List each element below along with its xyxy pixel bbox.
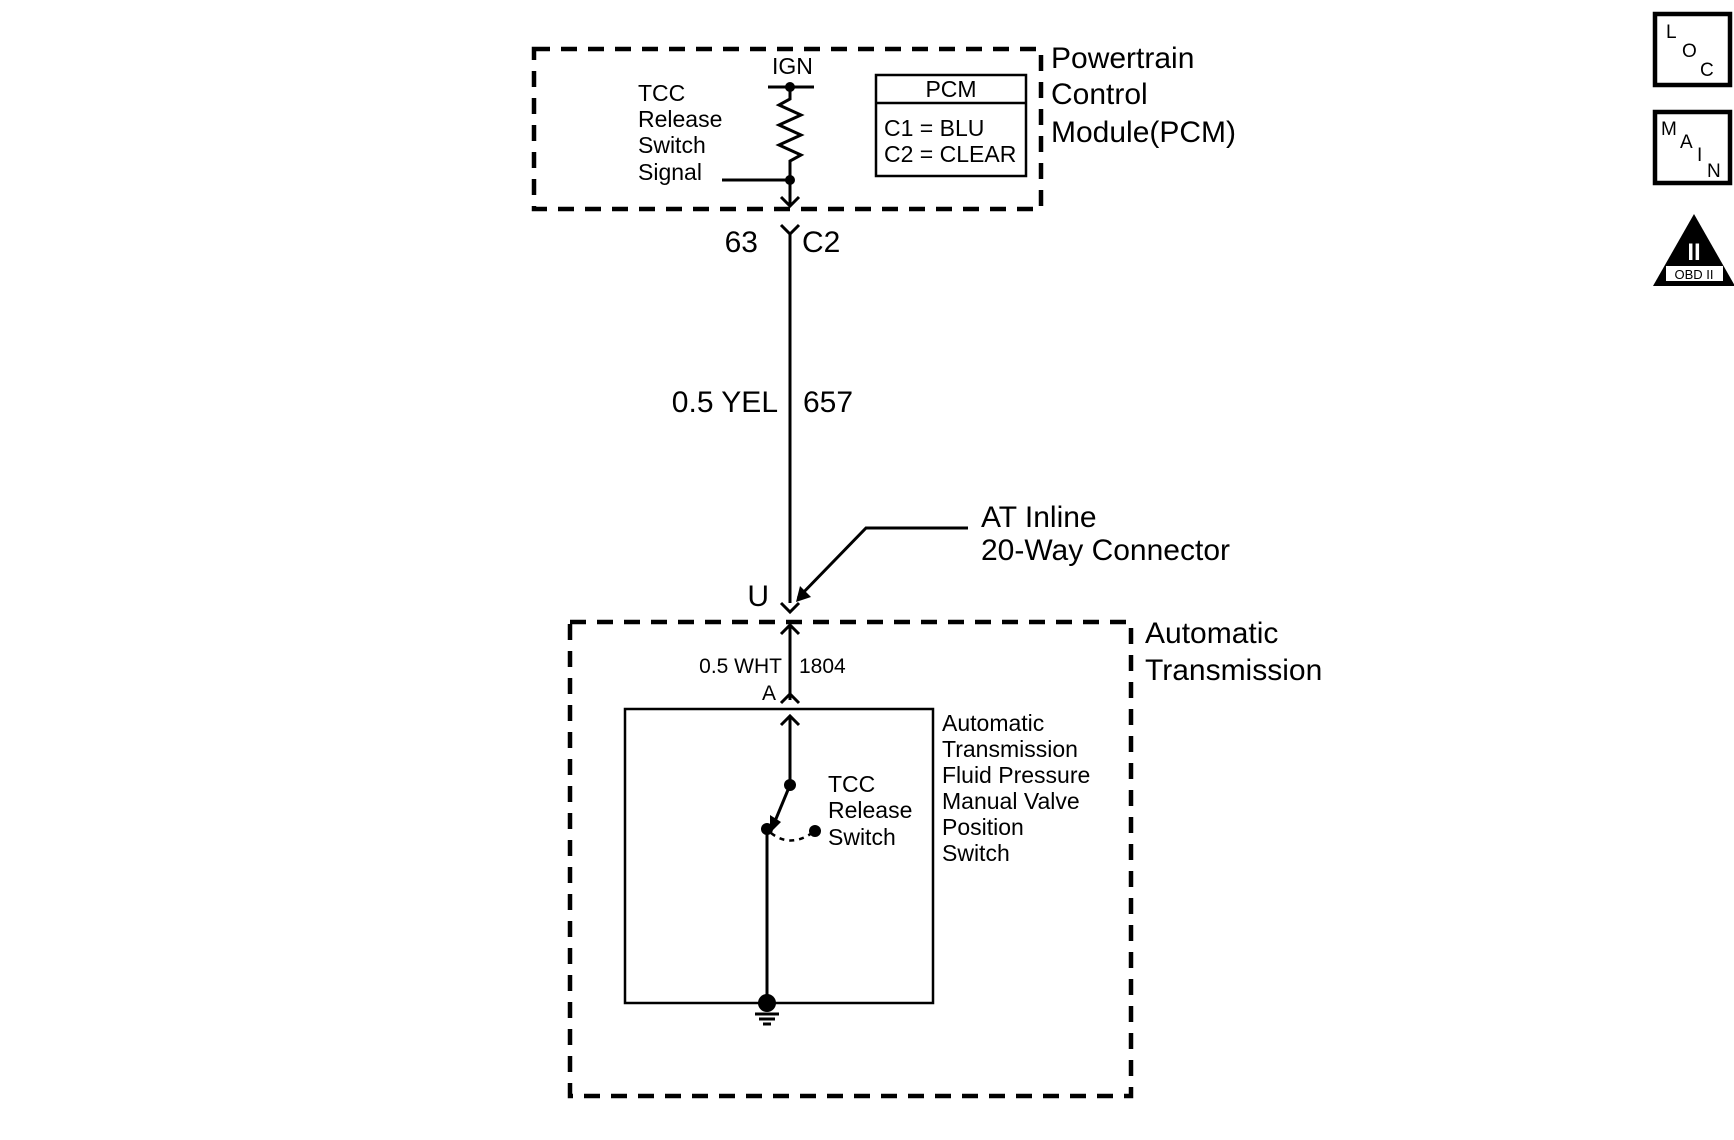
svg-text:I: I	[1697, 145, 1702, 166]
signal-label-line-3: Switch	[638, 132, 706, 158]
switch-label-line-2: Release	[828, 797, 912, 823]
wire-gauge-color: 0.5 YEL	[672, 386, 778, 419]
callout-leader-line	[796, 526, 968, 600]
switch-box-entry-arrow-icon	[779, 713, 801, 727]
loc-icon[interactable]: L O C	[1652, 11, 1733, 88]
switch-assembly-line-2: Transmission	[942, 736, 1078, 762]
signal-label-line-1: TCC	[638, 80, 685, 106]
switch-assembly-box	[623, 707, 935, 1005]
switch-label-line-3: Switch	[828, 824, 896, 850]
pcm-pin-number: 63	[725, 226, 758, 259]
main-icon[interactable]: M A I N	[1652, 109, 1733, 186]
tcc-release-switch-signal-label: TCC Release Switch Signal	[638, 80, 722, 185]
pcm-connector-arrow-icon	[779, 195, 801, 209]
pcm-connector-row-2: C2 = CLEAR	[884, 141, 1016, 167]
pcm-title: Powertrain Control Module(PCM)	[1051, 42, 1236, 149]
pcm-connector-row-1: C1 = BLU	[884, 115, 984, 141]
pcm-title-line-1: Powertrain	[1051, 42, 1194, 75]
svg-text:OBD II: OBD II	[1674, 267, 1713, 282]
c2-connector-fork-icon	[779, 223, 801, 237]
switch-assembly-line-5: Position	[942, 814, 1024, 840]
switch-assembly-line-6: Switch	[942, 840, 1010, 866]
pcm-title-line-3: Module(PCM)	[1051, 116, 1236, 149]
switch-assembly-line-4: Manual Valve	[942, 788, 1080, 814]
switch-assembly-line-3: Fluid Pressure	[942, 762, 1090, 788]
svg-text:M: M	[1661, 119, 1677, 140]
inline-connector-label-line-2: 20-Way Connector	[981, 534, 1230, 567]
pcm-connector-id: C2	[802, 226, 840, 259]
inline-connector-callout: AT Inline 20-Way Connector	[796, 501, 1230, 602]
svg-text:N: N	[1707, 161, 1721, 182]
inline-connector-label-line-1: AT Inline	[981, 501, 1097, 534]
pcm-connector-header: PCM	[925, 76, 976, 102]
signal-label-line-2: Release	[638, 106, 722, 132]
transmission-boundary	[567, 619, 1134, 1099]
transmission-title-line-1: Automatic	[1145, 617, 1278, 650]
pullup-resistor-icon	[775, 87, 805, 180]
signal-label-line-4: Signal	[638, 159, 702, 185]
transmission-title: Automatic Transmission	[1145, 617, 1322, 687]
transmission-connector-icon	[779, 691, 801, 705]
pcm-connector-table: PCM C1 = BLU C2 = CLEAR	[874, 73, 1028, 178]
switch-open-contact	[809, 825, 821, 837]
svg-text:L: L	[1666, 22, 1677, 43]
svg-text:A: A	[1680, 132, 1693, 153]
pcm-connector-box	[874, 73, 1028, 178]
switch-assembly-label: Automatic Transmission Fluid Pressure Ma…	[942, 710, 1090, 866]
inline-connector-upper-icon	[779, 601, 801, 615]
transmission-pin: A	[762, 682, 776, 705]
wire-circuit-number: 657	[803, 386, 853, 419]
transmission-wire-circuit: 1804	[799, 655, 846, 678]
ground-icon	[755, 994, 779, 1026]
obd-ii-icon[interactable]: II OBD II	[1653, 214, 1734, 286]
inline-connector-pin: U	[747, 580, 769, 613]
svg-text:C: C	[1700, 60, 1714, 81]
switch-alt-position-dashed	[770, 831, 813, 842]
switch-assembly-line-1: Automatic	[942, 710, 1044, 736]
svg-text:II: II	[1687, 239, 1700, 266]
transmission-title-line-2: Transmission	[1145, 654, 1322, 687]
tcc-release-switch-label: TCC Release Switch	[828, 771, 912, 850]
transmission-wire-gauge-color: 0.5 WHT	[699, 655, 782, 678]
callout-arrowhead-icon	[796, 586, 811, 602]
pcm-boundary	[531, 46, 1044, 212]
switch-label-line-1: TCC	[828, 771, 875, 797]
ign-label: IGN	[772, 53, 813, 79]
pcm-title-line-2: Control	[1051, 78, 1148, 111]
svg-text:O: O	[1682, 41, 1697, 62]
